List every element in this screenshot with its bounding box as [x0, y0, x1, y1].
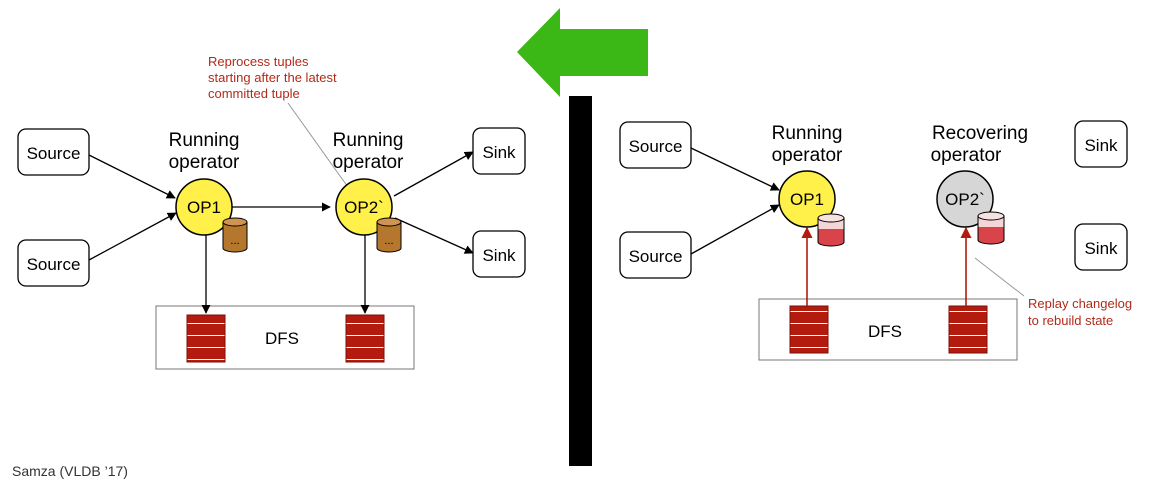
right-panel: DFS Source Source Sink Sink Running oper…	[619, 120, 1132, 361]
divider-bar	[569, 96, 592, 466]
right-log-op1	[789, 305, 829, 354]
left-source-top	[17, 128, 90, 176]
left-source-top-label: Source	[27, 144, 81, 163]
right-op1-node	[778, 170, 836, 228]
left-sink-top-label: Sink	[482, 143, 516, 162]
left-edge-op2-sink-top	[393, 151, 474, 197]
left-sink-top	[472, 127, 526, 175]
left-source-bottom-label: Source	[27, 255, 81, 274]
left-log-op2	[345, 314, 385, 363]
right-source-top-label: Source	[629, 137, 683, 156]
left-note-line2: starting after the latest	[208, 70, 337, 85]
right-note-pointer	[974, 257, 1025, 297]
right-note-line2: to rebuild state	[1028, 313, 1113, 328]
right-source-top	[619, 121, 692, 169]
right-op1-label: OP1	[790, 190, 824, 209]
left-op2-caption-line1: Running	[333, 130, 404, 151]
left-op1-caption-line1: Running	[169, 130, 240, 151]
right-op2-label: OP2`	[945, 190, 985, 209]
right-sink-top	[1074, 120, 1128, 168]
right-op1-storage-icon	[817, 213, 845, 247]
left-op1-storage-dots: ...	[230, 235, 239, 247]
right-edge-source-op1-bottom	[690, 204, 780, 255]
left-op2-label: OP2`	[344, 198, 384, 217]
right-op2-caption-line2: operator	[931, 145, 1002, 166]
right-dfs-label: DFS	[868, 322, 902, 341]
right-sink-bottom	[1074, 223, 1128, 271]
left-edge-source-op1-bottom	[88, 212, 177, 261]
left-log-op1	[186, 314, 226, 363]
left-source-bottom	[17, 239, 90, 287]
right-note-line1: Replay changelog	[1028, 296, 1132, 311]
left-dfs-label: DFS	[265, 329, 299, 348]
right-op2-caption-line1: Recovering	[932, 123, 1028, 144]
left-sink-bottom-label: Sink	[482, 246, 516, 265]
right-op1-caption-line1: Running	[772, 123, 843, 144]
right-op2-node	[936, 170, 994, 228]
left-edge-source-op1-top	[88, 154, 176, 199]
right-source-bottom-label: Source	[629, 247, 683, 266]
left-op2-storage-icon: ...	[376, 217, 402, 253]
green-arrow-icon	[517, 8, 648, 97]
left-sink-bottom	[472, 230, 526, 278]
left-note-pointer	[287, 102, 351, 191]
right-sink-bottom-label: Sink	[1084, 239, 1118, 258]
left-op2-storage-dots: ...	[384, 235, 393, 247]
left-op2-caption-line2: operator	[333, 152, 404, 173]
right-source-bottom	[619, 231, 692, 279]
left-note-line3: committed tuple	[208, 86, 300, 101]
citation-footer: Samza (VLDB ’17)	[12, 463, 128, 479]
left-panel: DFS Source Source Sink Sink Running oper…	[17, 54, 526, 370]
right-op2-storage-icon	[977, 211, 1005, 245]
right-sink-top-label: Sink	[1084, 136, 1118, 155]
left-op1-storage-icon: ...	[222, 217, 248, 253]
right-edge-source-op1-top	[690, 147, 780, 191]
left-edge-op2-sink-bottom	[394, 217, 474, 254]
left-op1-node	[175, 178, 233, 236]
left-op1-caption-line2: operator	[169, 152, 240, 173]
left-note-line1: Reprocess tuples	[208, 54, 309, 69]
right-log-op2	[948, 305, 988, 354]
left-op1-label: OP1	[187, 198, 221, 217]
right-op1-caption-line2: operator	[772, 145, 843, 166]
